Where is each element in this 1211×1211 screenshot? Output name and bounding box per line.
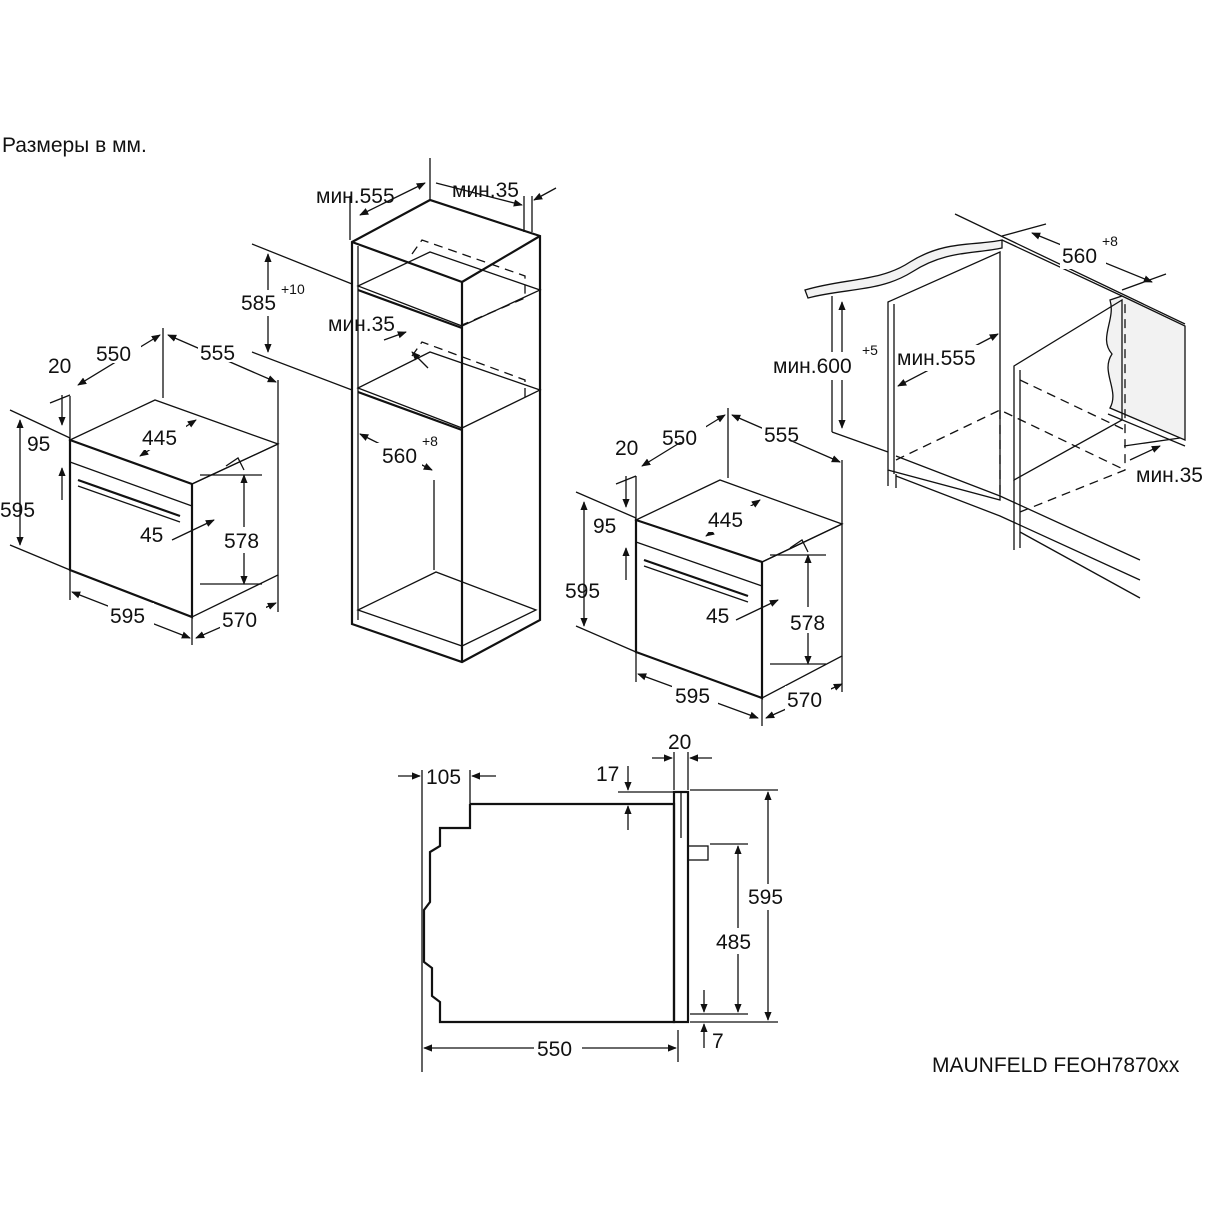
under-cabinet-tol-600: +5	[862, 342, 878, 358]
under-counter-cabinet-drawing	[804, 213, 1186, 599]
oven-left-dim-595-height: 595	[0, 499, 35, 522]
side-view-dim-550: 550	[537, 1038, 572, 1061]
under-cabinet-dim-560: 560	[1062, 245, 1097, 268]
oven-left-dim-578: 578	[224, 530, 259, 553]
tall-cabinet-dim-585: 585	[241, 292, 276, 315]
oven-left-dim-595-width: 595	[110, 605, 145, 628]
under-cabinet-tol-560: +8	[1102, 233, 1118, 249]
oven-left-dim-570: 570	[222, 609, 257, 632]
model-name: MAUNFELD FEOH7870xx	[932, 1054, 1180, 1077]
oven-right-dim-95: 95	[593, 515, 616, 538]
oven-right-dim-570: 570	[787, 689, 822, 712]
under-cabinet-dim-min-35: мин.35	[1136, 464, 1203, 487]
side-view-dim-485: 485	[716, 931, 751, 954]
oven-right-dim-595-height: 595	[565, 580, 600, 603]
side-view-dim-105: 105	[426, 766, 461, 789]
oven-right-dim-445: 445	[708, 509, 743, 532]
side-view-dim-595: 595	[748, 886, 783, 909]
oven-right-dim-578: 578	[790, 612, 825, 635]
under-cabinet-dim-min-555: мин.555	[897, 347, 976, 370]
oven-left-dim-45: 45	[140, 524, 163, 547]
oven-left-dim-555: 555	[200, 342, 235, 365]
oven-left-dim-20: 20	[48, 355, 71, 378]
under-cabinet-dim-min-600: мин.600	[773, 355, 852, 378]
oven-right-dim-555: 555	[764, 424, 799, 447]
oven-right-dim-550: 550	[662, 427, 697, 450]
tall-cabinet-dim-560: 560	[382, 445, 417, 468]
oven-left-dim-445: 445	[142, 427, 177, 450]
side-view-drawing	[398, 752, 778, 1072]
tall-cabinet-dim-min-35-mid: мин.35	[328, 313, 395, 336]
tall-cabinet-dim-min-555: мин.555	[316, 185, 395, 208]
oven-right-dim-595-width: 595	[675, 685, 710, 708]
units-note: Размеры в мм.	[2, 134, 147, 157]
oven-left-dim-550: 550	[96, 343, 131, 366]
side-view-dim-20: 20	[668, 731, 691, 754]
side-view-dim-7: 7	[712, 1030, 724, 1053]
tall-cabinet-tol-585: +10	[281, 281, 305, 297]
oven-right-dim-45: 45	[706, 605, 729, 628]
side-view-dim-17: 17	[596, 763, 619, 786]
oven-left-dim-95: 95	[27, 433, 50, 456]
oven-right-dim-20: 20	[615, 437, 638, 460]
tall-cabinet-drawing	[251, 158, 557, 664]
tall-cabinet-tol-560: +8	[422, 433, 438, 449]
tall-cabinet-dim-min-35-top: мин.35	[452, 179, 519, 202]
